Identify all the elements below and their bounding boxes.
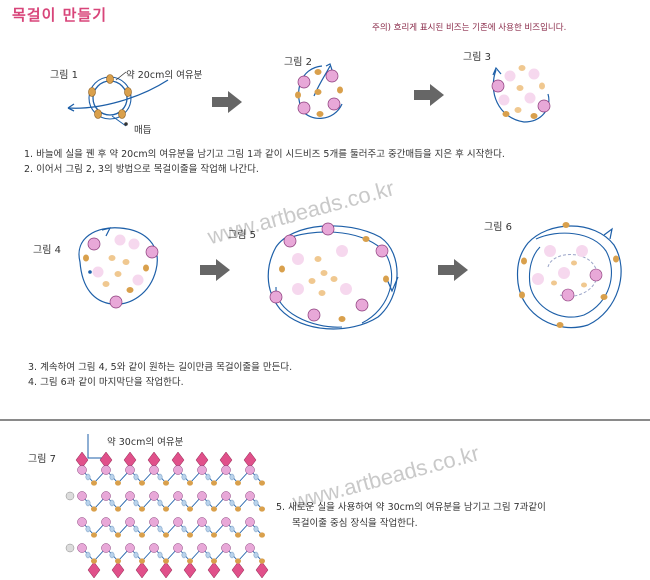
beads-note: 주의) 흐리게 표시된 비즈는 기존에 사용한 비즈입니다. (372, 23, 567, 33)
arrow-3 (200, 259, 230, 281)
figure-4-label: 그림 4 (33, 245, 61, 256)
figure-6-diagram (516, 222, 622, 329)
figure-3-label: 그림 3 (463, 52, 491, 63)
figure-1-diagram (67, 71, 169, 127)
page-title: 목걸이 만들기 (12, 6, 108, 24)
step-5-text-line2: 목걸이줄 중심 장식을 작업한다. (292, 518, 418, 529)
step-4-text: 4. 그림 6과 같이 마지막단을 작업한다. (28, 377, 184, 388)
arrow-2 (414, 84, 444, 106)
arrow-1 (212, 91, 242, 113)
step-1-text: 1. 바늘에 실을 꿴 후 약 20cm의 여유분을 남기고 그림 1과 같이 … (24, 149, 505, 160)
figure-2-diagram (295, 63, 343, 119)
figure-7-label: 그림 7 (28, 454, 56, 465)
figure-1-label: 그림 1 (50, 70, 78, 81)
figure-7-diagram (65, 434, 269, 579)
figure-5-diagram (267, 222, 399, 330)
arrow-4 (438, 259, 468, 281)
section-divider (0, 419, 650, 421)
figure-6-label: 그림 6 (484, 222, 512, 233)
figure-5-label: 그림 5 (228, 230, 256, 241)
figure-2-label: 그림 2 (284, 57, 312, 68)
step-2-text: 2. 이어서 그림 2, 3의 방법으로 목걸이줄을 작업해 나간다. (24, 164, 259, 175)
figure-1-margin-note: 약 20cm의 여유분 (126, 70, 203, 81)
figure-7-margin-note: 약 30cm의 여유분 (107, 437, 184, 448)
step-3-text: 3. 계속하여 그림 4, 5와 같이 원하는 길이만큼 목걸이줄을 만든다. (28, 362, 293, 373)
figure-1-knot-note: 매듭 (134, 125, 152, 136)
figure-3-diagram (491, 65, 551, 123)
step-5-text-line1: 5. 새로운 실을 사용하여 약 30cm의 여유분을 남기고 그림 7과같이 (276, 502, 546, 513)
figure-4-diagram (78, 227, 159, 309)
